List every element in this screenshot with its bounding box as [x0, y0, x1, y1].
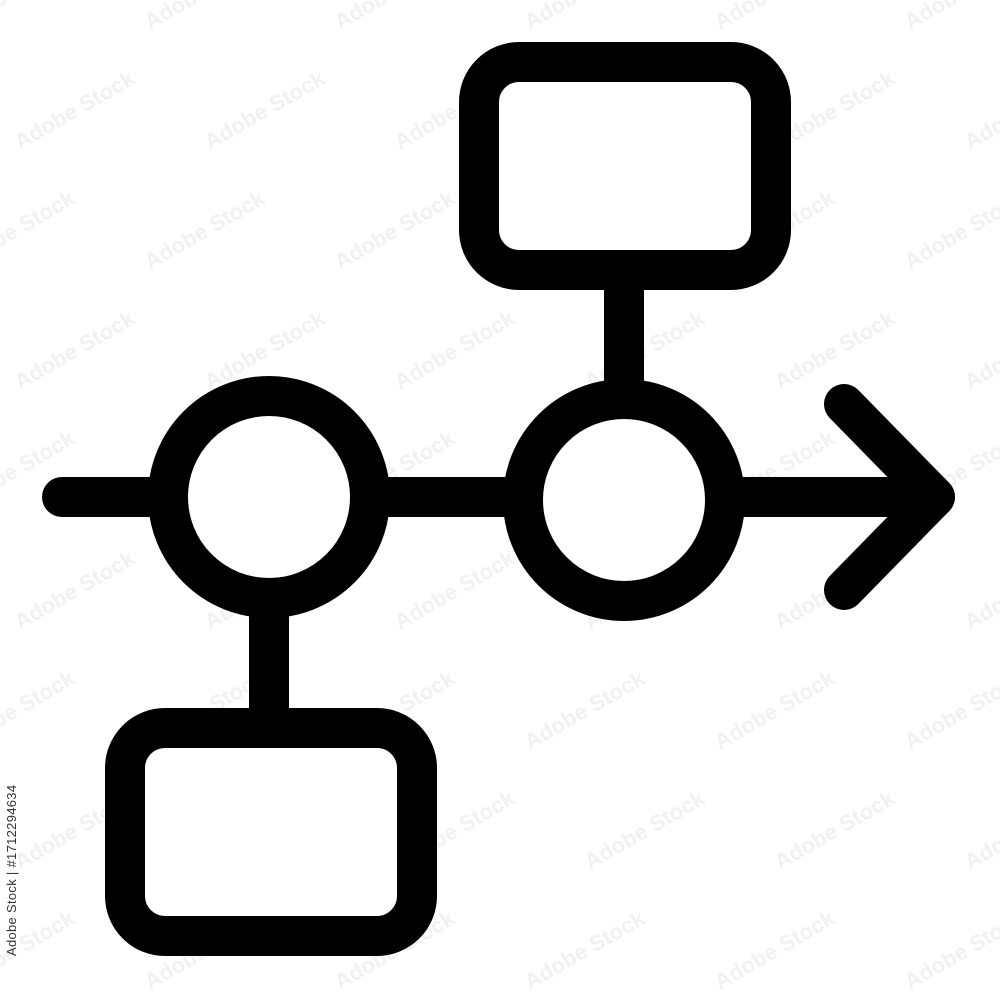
node-circle-right — [503, 379, 745, 621]
arrow-head-icon — [824, 384, 955, 610]
process-box-top — [459, 42, 791, 290]
node-circle-left — [148, 376, 390, 618]
process-box-bottom — [105, 708, 437, 956]
stock-id-label: Adobe Stock | #1712294634 — [4, 784, 19, 956]
